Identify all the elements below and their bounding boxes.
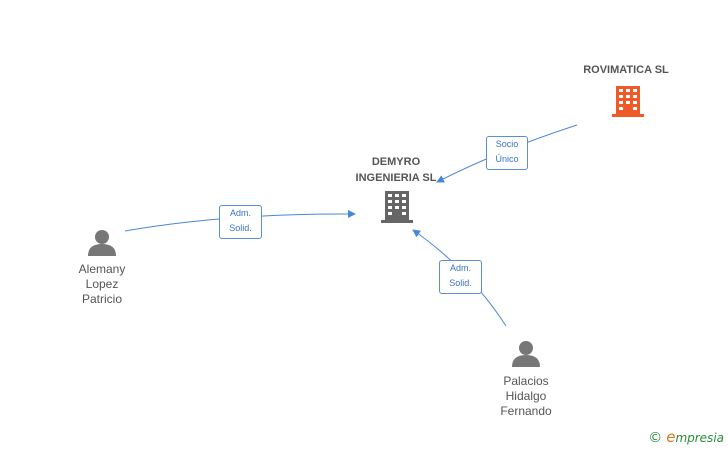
empresia-logo: ©empresia [648,428,724,446]
person-icon[interactable] [88,230,116,256]
building-icon[interactable] [612,86,644,117]
person-label-alemany[interactable]: Alemany Lopez Patricio [78,262,126,306]
company-label-demyro[interactable]: DEMYRO INGENIERIA SL [355,156,437,184]
company-label-rovimatica[interactable]: ROVIMATICA SL [583,64,669,76]
person-icon[interactable] [512,341,540,367]
building-icon[interactable] [381,191,413,223]
edge-label-socio-unico: Socio Único [486,136,528,170]
person-label-palacios[interactable]: Palacios Hidalgo Fernando [500,374,552,418]
edge-label-adm-solid: Adm. Solid. [439,260,482,294]
edge-label-adm-solid: Adm. Solid. [219,205,262,239]
copyright-icon: © [648,430,663,446]
